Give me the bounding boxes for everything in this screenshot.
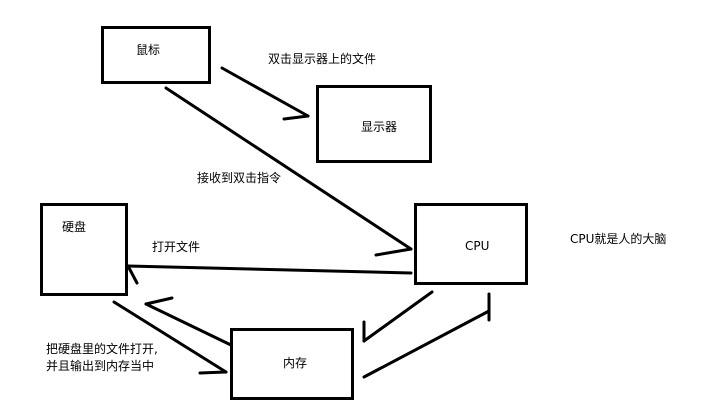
load-to-memory-annotation: 把硬盘里的文件打开, 并且输出到内存当中	[46, 341, 158, 375]
arrowhead-mouse-to-cpu	[374, 247, 413, 257]
monitor-box: 显示器	[316, 85, 432, 163]
arrow-mouse-to-cpu	[164, 86, 413, 251]
monitor-label: 显示器	[361, 120, 398, 134]
load-to-memory-line-1: 把硬盘里的文件打开,	[46, 342, 158, 356]
receive-command-annotation: 接收到双击指令	[197, 171, 282, 185]
mouse-box: 鼠标	[101, 26, 211, 84]
load-to-memory-line-2: 并且输出到内存当中	[46, 359, 155, 373]
arrowhead-cpu-to-disk	[126, 264, 139, 285]
memory-label: 内存	[283, 356, 308, 370]
open-file-annotation: 打开文件	[152, 240, 201, 254]
arrow-memory-to-cpu	[362, 309, 491, 379]
arrow-cpu-to-memory	[362, 290, 434, 343]
arrowhead-mouse-to-monitor	[282, 114, 310, 121]
mouse-label: 鼠标	[136, 43, 161, 57]
cpu-box: CPU	[414, 203, 528, 285]
arrow-disk-to-memory	[112, 300, 228, 374]
cpu-label: CPU	[465, 239, 490, 253]
disk-box: 硬盘	[40, 203, 128, 296]
arrow-mouse-to-monitor	[220, 66, 310, 118]
double-click-annotation: 双击显示器上的文件	[268, 52, 377, 66]
arrowhead-memory-to-disk	[144, 296, 174, 306]
arrow-memory-to-disk	[144, 302, 235, 348]
arrowhead-disk-to-memory	[198, 370, 228, 375]
cpu-brain-annotation: CPU就是人的大脑	[570, 232, 667, 246]
disk-label: 硬盘	[62, 220, 87, 234]
arrow-cpu-to-disk	[126, 264, 413, 275]
memory-box: 内存	[230, 328, 354, 400]
